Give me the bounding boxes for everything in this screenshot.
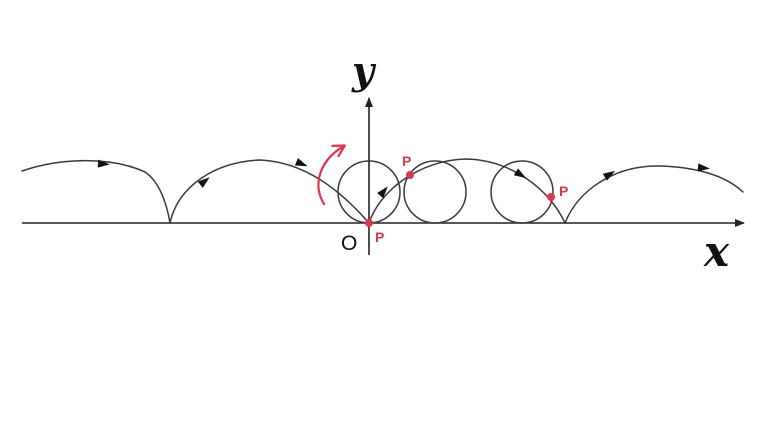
rolling-circle-middle bbox=[403, 160, 467, 224]
cycloid-arch-left bbox=[169, 159, 370, 224]
point-label-right: P bbox=[559, 183, 568, 199]
cycloid-arch-left-partial bbox=[21, 159, 171, 224]
origin-label: O bbox=[341, 232, 357, 255]
triangle-arrowhead-icon bbox=[377, 186, 388, 199]
triangle-arrowhead-icon bbox=[294, 158, 308, 167]
cycloid-curve bbox=[21, 158, 744, 224]
curved-arrow-icon bbox=[317, 146, 344, 206]
point-markers bbox=[365, 171, 555, 227]
triangle-arrowhead-icon bbox=[97, 159, 110, 168]
cycloid-arch-right-partial bbox=[564, 165, 744, 224]
point-p-top bbox=[406, 171, 414, 179]
point-p-right bbox=[547, 193, 555, 201]
rolling-circle-right bbox=[490, 160, 554, 224]
triangle-arrowhead-icon bbox=[602, 170, 616, 181]
point-p-origin bbox=[365, 219, 373, 227]
cycloid-arch-center bbox=[368, 158, 566, 224]
point-label-top: P bbox=[402, 153, 411, 169]
point-label-origin: P bbox=[375, 229, 384, 245]
triangle-arrowhead-icon bbox=[513, 168, 527, 179]
x-axis-label: x bbox=[703, 227, 730, 276]
y-axis-label: y bbox=[351, 48, 377, 93]
direction-arrows bbox=[97, 158, 710, 199]
triangle-arrowhead-icon bbox=[197, 177, 210, 188]
triangle-arrowhead-icon bbox=[697, 163, 710, 172]
rolling-circles bbox=[337, 160, 554, 224]
